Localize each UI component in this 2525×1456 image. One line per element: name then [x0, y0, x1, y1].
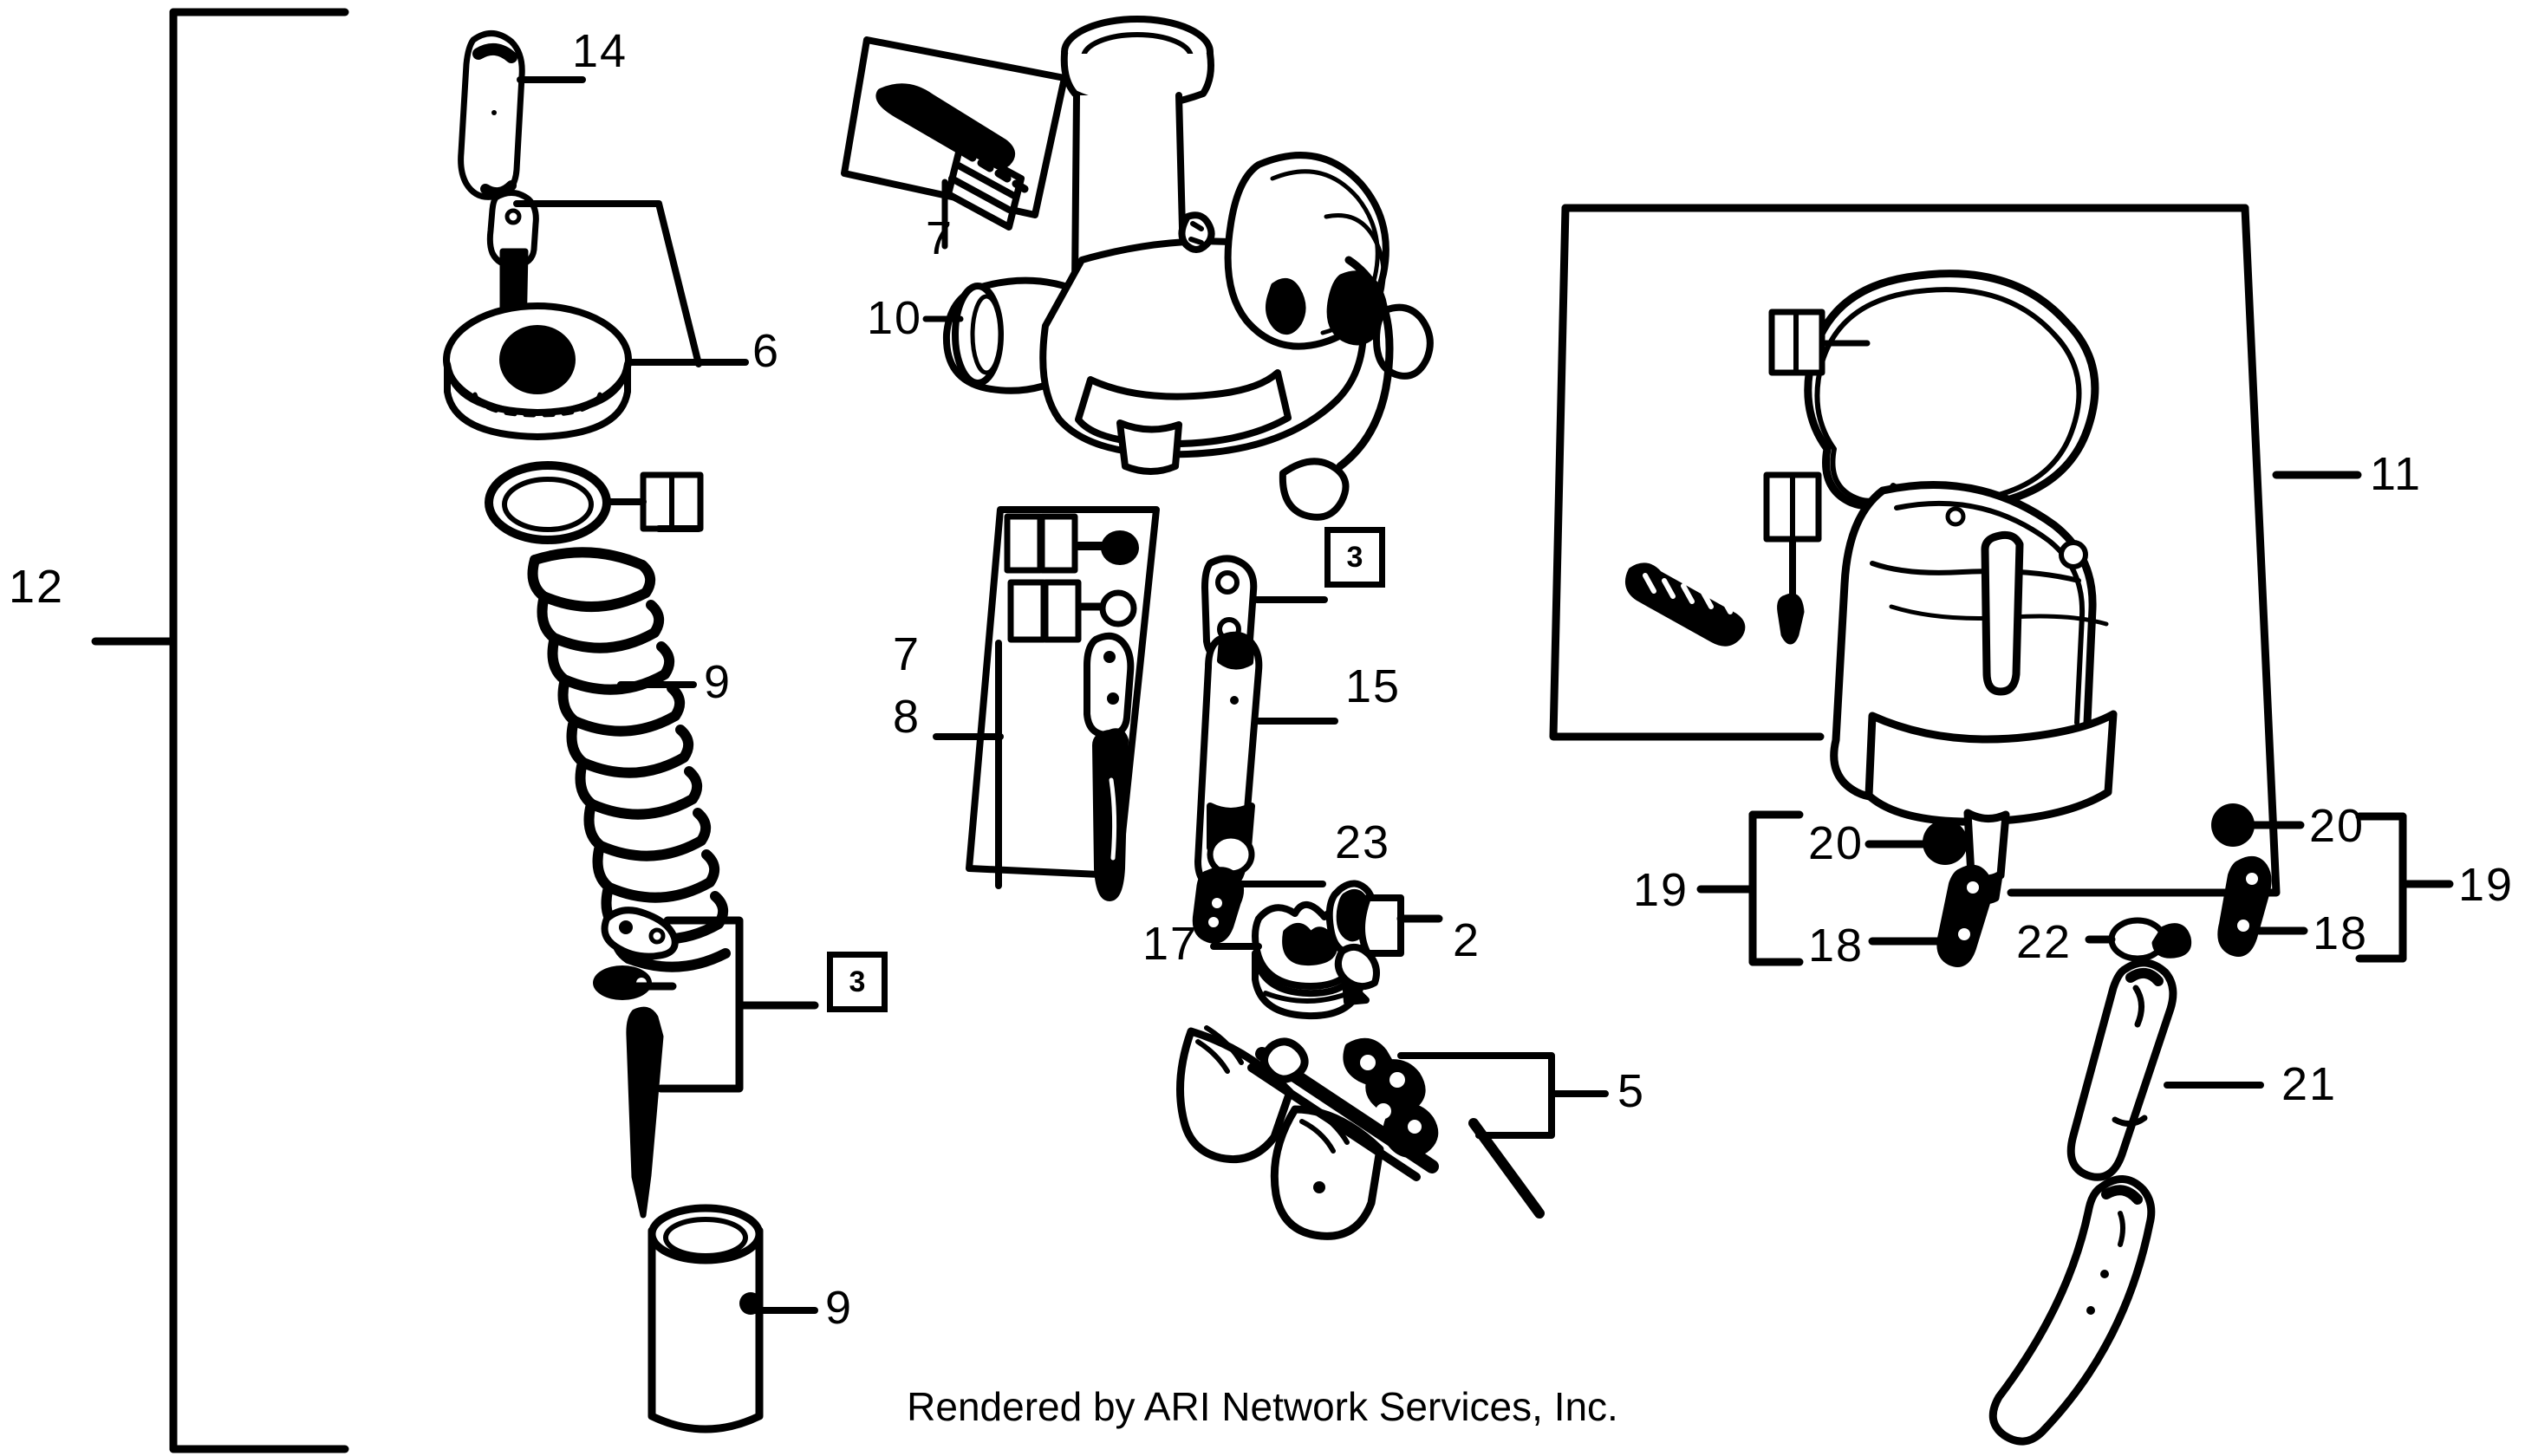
callout-18-right: 18	[2313, 907, 2369, 959]
callout-17: 17	[1142, 918, 1199, 970]
part-needle-holder	[593, 907, 679, 1000]
callout-12: 12	[9, 561, 65, 613]
leader-7-8	[933, 640, 1004, 889]
part-oring	[485, 461, 611, 544]
part-float-chamber-gasket	[1804, 270, 2099, 511]
callout-23: 23	[1335, 816, 1391, 868]
part-22-drain-plug	[2085, 917, 2192, 962]
footer-credit: Rendered by ARI Network Services, Inc.	[907, 1384, 1618, 1429]
part-20-drain-screw-left	[1864, 820, 1968, 865]
part-23-clip	[1192, 867, 1326, 944]
part-6-top-cap	[443, 302, 632, 440]
part-18-screw-left	[1868, 864, 1993, 967]
callout-5: 5	[1617, 1065, 1646, 1117]
part-14-needle-jet	[458, 30, 525, 200]
callout-11: 11	[2370, 448, 2423, 500]
part-5-float-assembly	[1176, 1025, 1545, 1240]
callout-9-valve: 9	[825, 1282, 854, 1334]
callout-18-left: 18	[1808, 920, 1864, 972]
callout-7-upper: 7	[926, 212, 954, 264]
part-15-jet-needle	[1194, 631, 1338, 891]
callout-7-kit: 7	[893, 628, 921, 680]
part-float-chamber-body	[1830, 480, 2118, 905]
bracket-19-left	[1696, 810, 1804, 966]
callout-10: 10	[867, 292, 923, 344]
callout-20-right: 20	[2309, 800, 2366, 852]
callout-14: 14	[572, 25, 628, 77]
bracket-boxed3-lower	[602, 916, 819, 1093]
part-7-gasket-plate	[841, 36, 1068, 231]
boxed-ref-3-valve: 3	[827, 952, 888, 1012]
part-20-drain-screw-right	[2211, 803, 2305, 847]
callout-19-left: 19	[1633, 864, 1689, 916]
callout-2: 2	[1453, 914, 1481, 966]
part-10-carburetor-body	[942, 16, 1434, 521]
part-21-overflow-tube	[1988, 959, 2177, 1446]
callout-21: 21	[2281, 1058, 2338, 1110]
part-7-8-gasket-kit	[966, 506, 1160, 901]
leader-5	[1397, 1052, 1609, 1139]
bracket-11	[1549, 204, 2362, 897]
part-2-float-valve	[1325, 880, 1443, 1005]
callout-19-right: 19	[2458, 859, 2515, 911]
bracket-12	[91, 8, 349, 1453]
part-jet-needle-long	[626, 1006, 664, 1219]
callout-15: 15	[1345, 660, 1402, 712]
callout-6: 6	[752, 325, 781, 377]
part-9-throttle-valve	[648, 1204, 764, 1433]
part-pilot-screw-spring	[1624, 562, 1746, 647]
leader-6	[513, 200, 749, 532]
callout-22: 22	[2016, 916, 2073, 968]
callout-8-kit: 8	[893, 691, 921, 743]
callout-9-spring: 9	[704, 656, 732, 708]
bracket-19-right	[2355, 812, 2454, 963]
part-18-screw-right	[2217, 855, 2308, 957]
callout-20-left: 20	[1808, 817, 1864, 869]
boxed-ref-3-throttle: 3	[1324, 527, 1385, 588]
part-inner-screw	[1763, 471, 1822, 645]
part-gasket-screw	[1768, 309, 1871, 376]
